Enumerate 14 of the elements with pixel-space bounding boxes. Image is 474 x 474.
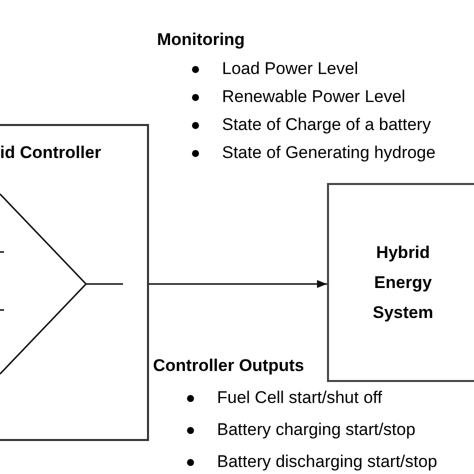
arrow: [149, 280, 327, 288]
list-item: Renewable Power Level: [222, 86, 406, 108]
list-item: State of Generating hydroge: [222, 142, 436, 164]
box-title: id Controller: [0, 142, 102, 164]
box-title: Hybrid Energy System: [372, 242, 434, 324]
section-heading: Controller Outputs: [153, 355, 304, 376]
list-item: Battery discharging start/stop: [217, 451, 438, 472]
section-heading: Monitoring: [157, 29, 245, 50]
list-item: Fuel Cell start/shut off: [217, 387, 382, 408]
system-box: [327, 183, 474, 382]
list-item: Battery charging start/stop: [217, 419, 416, 440]
list-item: Load Power Level: [222, 58, 358, 80]
list-item: State of Charge of a battery: [222, 114, 431, 136]
controller-box: [0, 124, 149, 441]
